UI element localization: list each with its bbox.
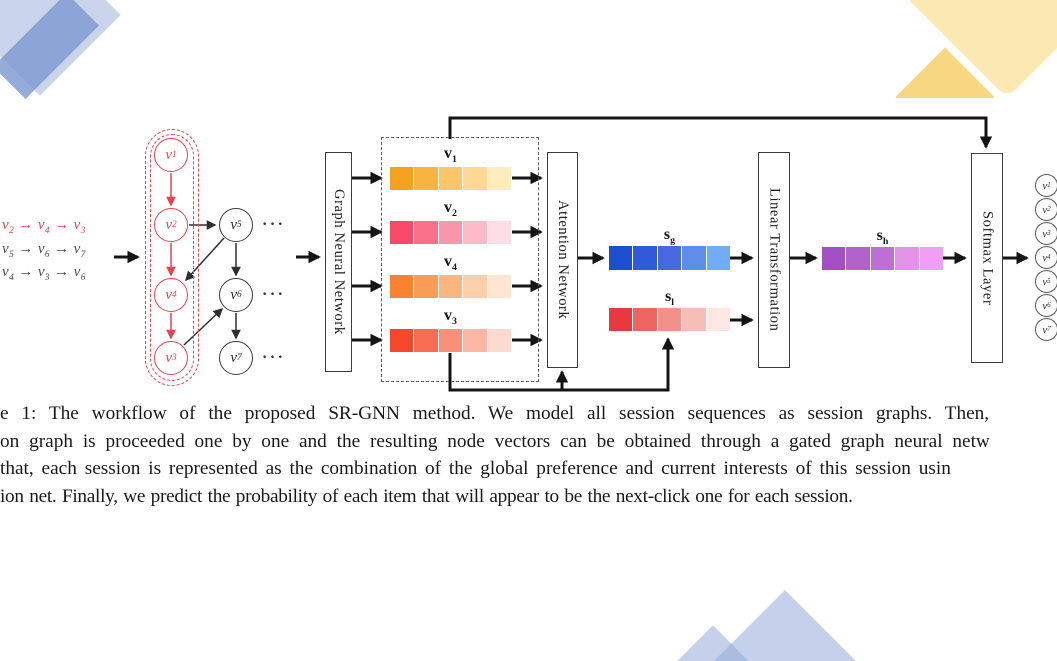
box-softmax-layer: Softmax Layer — [971, 153, 1003, 363]
bar-s-hybrid — [822, 247, 944, 270]
vector-cell — [633, 308, 657, 331]
vector-cell — [414, 275, 438, 298]
bar-s-global — [609, 246, 731, 270]
figure-caption: e 1: The workflow of the proposed SR-GNN… — [0, 400, 1057, 510]
vector-cell — [414, 167, 438, 190]
vector-cell — [706, 246, 731, 270]
vector-cell — [609, 308, 633, 331]
vector-cell — [463, 167, 487, 190]
vector-cell — [870, 247, 895, 270]
vector-cell — [414, 329, 438, 352]
vector-cell — [438, 329, 463, 352]
session-pill-inner — [150, 134, 194, 381]
box-linear-transformation: Linear Transformation — [758, 152, 790, 368]
vector-label-v3: v3 — [444, 307, 457, 328]
vector-cell — [438, 275, 463, 298]
label-s-hybrid: sh — [876, 227, 889, 248]
vector-cell — [414, 221, 438, 244]
vector-cell — [390, 275, 414, 298]
caption-line-4: ion net. Finally, we predict the probabi… — [0, 485, 853, 507]
vector-label-v4: v4 — [444, 253, 457, 274]
vector-cell — [438, 221, 463, 244]
sequence-2: v5 → v6 → v7 — [2, 240, 86, 260]
graph-ellipsis-2: ··· — [262, 286, 286, 303]
vector-cell — [487, 167, 512, 190]
caption-line-1: e 1: The workflow of the proposed SR-GNN… — [0, 403, 990, 424]
vector-bar-v4 — [390, 275, 512, 298]
vector-cell — [438, 167, 463, 190]
caption-line-3: that, each session is represented as the… — [0, 458, 951, 480]
box-attention-network-label: Attention Network — [555, 200, 571, 320]
label-s-global: sg — [663, 226, 676, 247]
vector-label-v2: v2 — [444, 199, 457, 220]
vector-cell — [487, 275, 512, 298]
vector-cell — [390, 167, 414, 190]
graph-ellipsis-3: ··· — [262, 349, 286, 366]
vector-cell — [633, 246, 657, 270]
sequence-1: v2 → v4 → v3 — [2, 217, 86, 236]
vector-cell — [463, 329, 487, 352]
vector-cell — [463, 221, 487, 244]
vector-cell — [609, 246, 633, 270]
bar-s-local — [609, 308, 731, 331]
node-vectors-dashed-box — [381, 137, 539, 382]
vector-cell — [682, 246, 706, 270]
vector-cell — [919, 247, 944, 270]
box-softmax-layer-label: Softmax Layer — [979, 210, 996, 306]
graph-ellipsis-1: ··· — [262, 216, 286, 233]
vector-cell — [657, 308, 682, 331]
pipeline-arrows — [114, 116, 1029, 392]
vector-cell — [706, 308, 731, 331]
box-attention-network: Attention Network — [547, 152, 578, 368]
vector-bar-v2 — [390, 221, 512, 244]
box-graph-neural-network: Graph Neural Network — [325, 152, 352, 372]
vector-cell — [390, 329, 414, 352]
sequence-3: v4 → v3 → v6 — [2, 264, 86, 283]
vector-cell — [390, 221, 414, 244]
vector-bar-v1 — [390, 167, 512, 190]
vector-cell — [487, 329, 512, 352]
session-sequences: v2 → v4 → v3 v5 → v6 → v7 v4 → v3 → v6 — [2, 214, 86, 285]
vector-cell — [463, 275, 487, 298]
vector-cell — [846, 247, 870, 270]
caption-line-2: on graph is proceeded one by one and the… — [0, 430, 990, 452]
vector-bar-v3 — [390, 329, 512, 352]
label-s-local: sl — [665, 288, 674, 309]
vector-cell — [895, 247, 919, 270]
vector-cell — [682, 308, 706, 331]
vector-cell — [487, 221, 512, 244]
session-pill-outer — [145, 129, 199, 386]
box-graph-neural-network-label: Graph Neural Network — [331, 189, 347, 335]
box-linear-transformation-label: Linear Transformation — [766, 188, 783, 332]
vector-cell — [822, 247, 846, 270]
vector-cell — [657, 246, 682, 270]
graph-edges-black — [183, 220, 241, 346]
vector-label-v1: v1 — [444, 145, 457, 166]
